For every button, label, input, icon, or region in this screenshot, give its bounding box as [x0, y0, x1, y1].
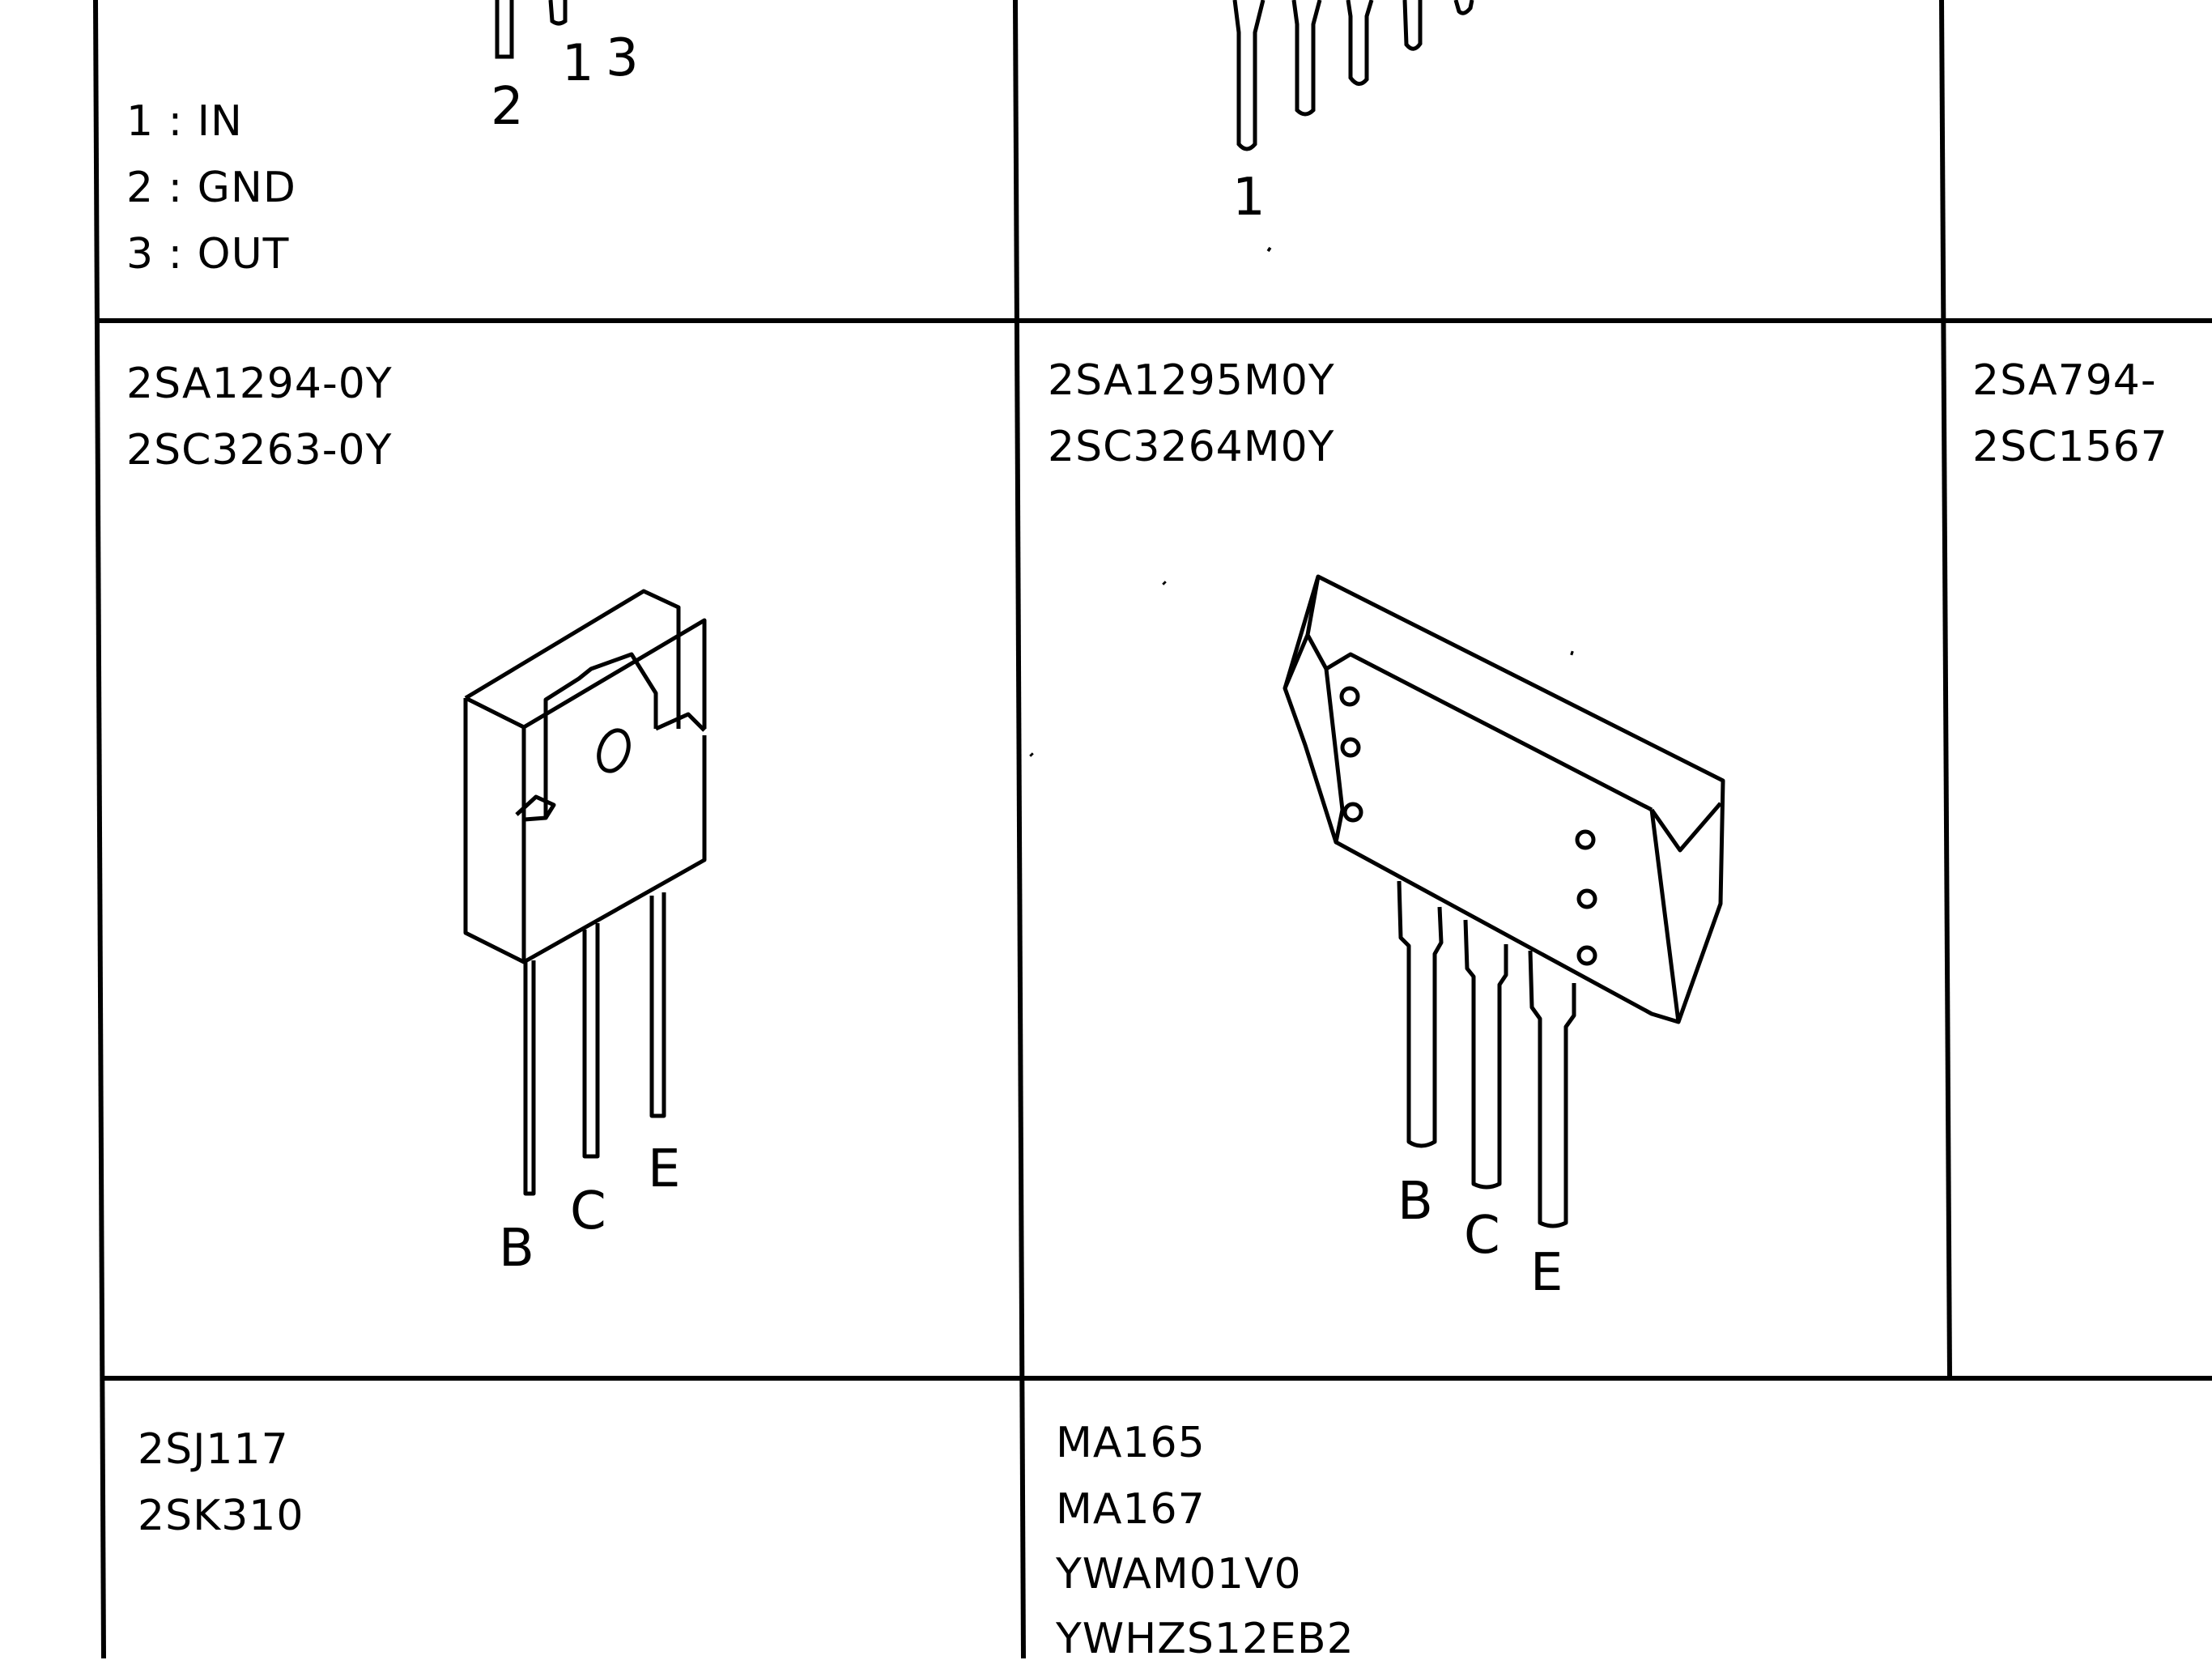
pin-number-1: 1 [562, 33, 594, 92]
pin-number-2: 2 [491, 77, 524, 137]
part-number: 2SC3264M0Y [1048, 423, 1335, 471]
pin-label-base: B [499, 1219, 534, 1279]
pin-label-collector: C [1464, 1206, 1500, 1266]
sip-transistor-drawing [1029, 574, 1725, 1228]
pin-label-base: B [1397, 1172, 1433, 1232]
to3p-transistor-drawing [463, 589, 707, 1196]
pin-number-1-multipin: 1 [1232, 168, 1266, 228]
part-number: MA165 [1056, 1419, 1206, 1467]
pin-legend-out: 3 : OUT [126, 230, 290, 279]
part-number: YWAM01V0 [1056, 1550, 1302, 1599]
multi-pin-leads-drawing [1232, 0, 1474, 253]
table-grid [93, 0, 2212, 1658]
part-number: MA167 [1056, 1485, 1206, 1534]
part-number: 2SA1294-0Y [126, 360, 393, 408]
pin-label-collector: C [570, 1181, 606, 1241]
part-number: 2SA1295M0Y [1048, 356, 1335, 405]
regulator-leads-drawing [495, 0, 568, 59]
pin-label-emitter: E [648, 1139, 681, 1199]
part-number: 2SA794- [1972, 356, 2157, 405]
pin-number-3: 3 [606, 28, 639, 88]
part-number: YWHZS12EB2 [1056, 1615, 1355, 1663]
part-number: 2SC3263-0Y [126, 426, 393, 475]
pin-label-emitter: E [1530, 1243, 1563, 1303]
part-number: 2SJ117 [138, 1425, 289, 1474]
pin-legend-in: 1 : IN [126, 97, 243, 146]
part-number: 2SK310 [138, 1492, 304, 1540]
part-number: 2SC1567 [1972, 423, 2168, 471]
pin-legend-gnd: 2 : GND [126, 164, 296, 212]
